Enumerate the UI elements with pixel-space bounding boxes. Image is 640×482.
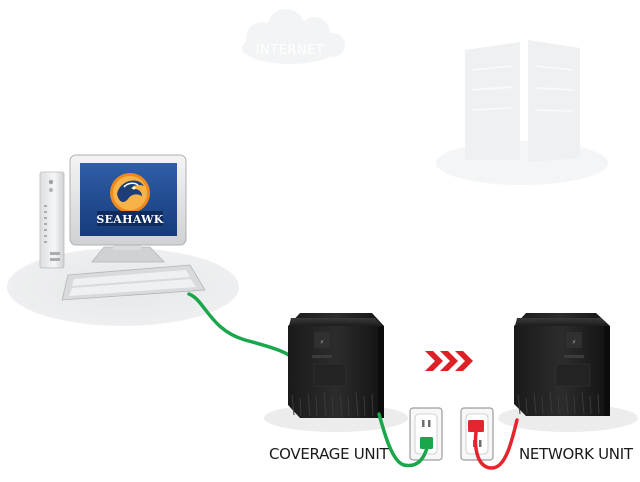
seahawk-logo (110, 173, 150, 213)
chevron-right-icon (440, 351, 458, 371)
transfer-arrows-icon (425, 351, 473, 371)
internet-cloud-icon: INTERNET (242, 9, 345, 64)
internet-label: INTERNET (256, 43, 325, 58)
computer-tower (39, 171, 65, 269)
coverage-power-cord (377, 412, 429, 468)
network-power-cord (473, 418, 519, 470)
coverage-unit-label: COVERAGE UNIT (269, 445, 389, 463)
svg-text:⚡: ⚡ (320, 339, 324, 346)
chevron-right-icon (455, 351, 473, 371)
coverage-unit-device-icon: ⚡ (288, 313, 384, 418)
coverage-ethernet-cable (187, 292, 292, 358)
computer-monitor: SEAHAWK (69, 154, 187, 263)
desktop-computer-icon: SEAHAWK (7, 154, 239, 326)
coverage-wall-outlet-icon (409, 407, 443, 461)
seahawk-logo-text: SEAHAWK (96, 213, 163, 226)
server-towers-icon (436, 40, 608, 185)
network-unit-device-icon: ⚡ (514, 313, 610, 416)
svg-text:⚡: ⚡ (572, 339, 576, 346)
computer-keyboard (61, 264, 206, 301)
chevron-right-icon (425, 351, 443, 371)
network-unit-label: NETWORK UNIT (519, 445, 634, 463)
